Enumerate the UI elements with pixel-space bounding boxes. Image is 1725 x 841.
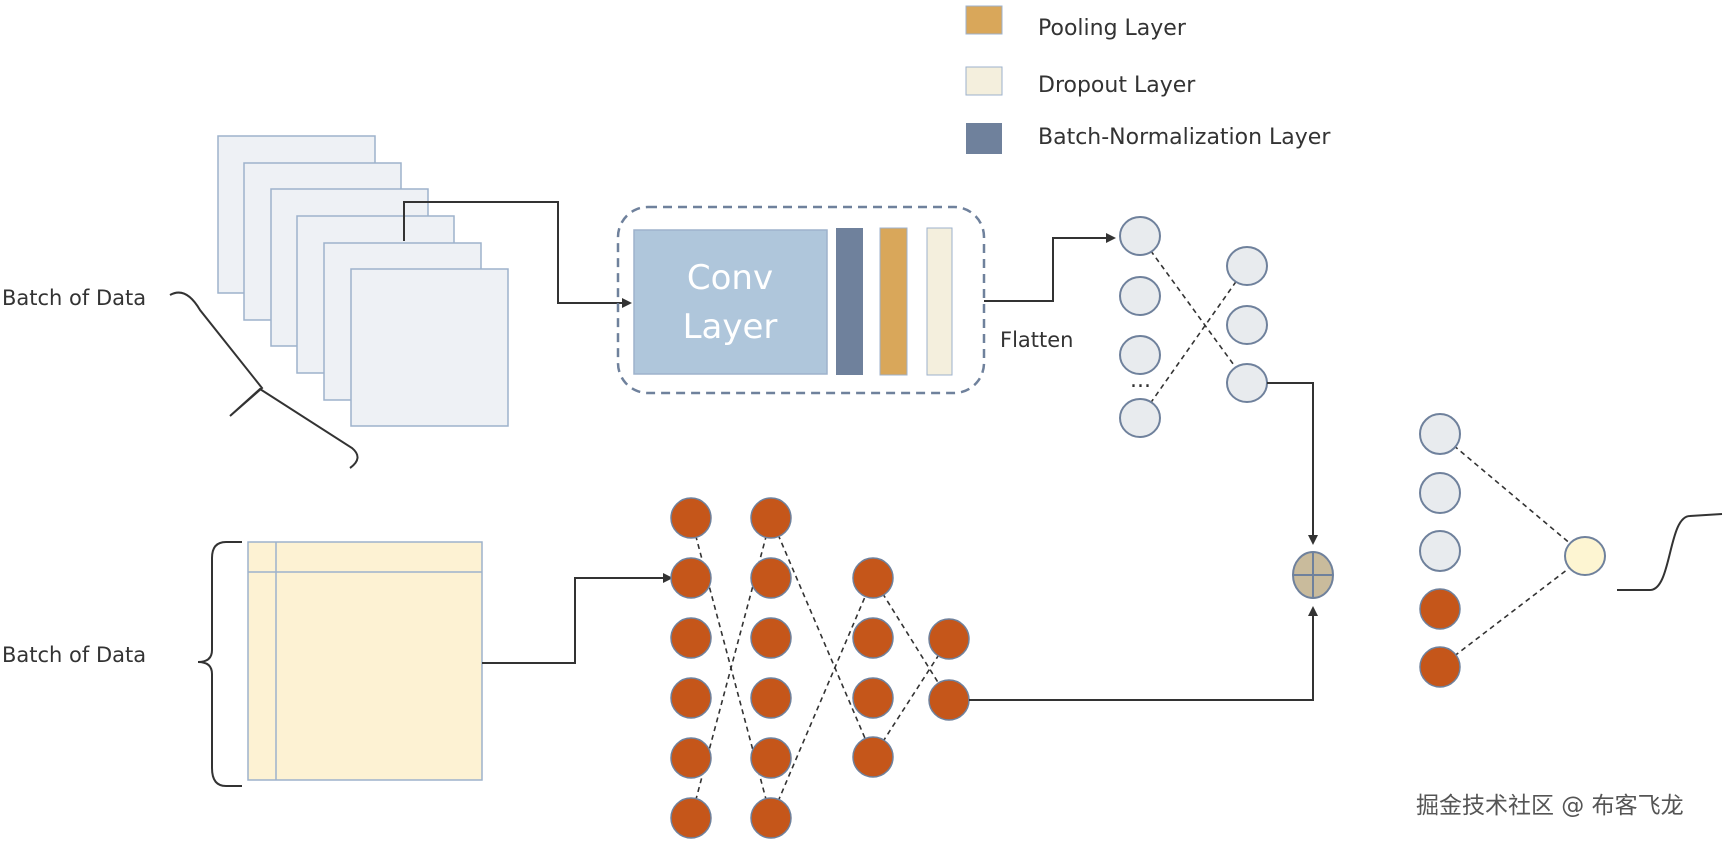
- stack-to-conv-arrow: [403, 201, 632, 308]
- image-to-merge-arrow: [1267, 382, 1318, 545]
- neuron: [670, 617, 712, 659]
- neuron: [928, 618, 970, 660]
- conv-layer: [633, 229, 828, 375]
- output-connections: [1439, 433, 1586, 668]
- neuron: [928, 679, 970, 721]
- neuron: [852, 736, 894, 778]
- neuron: [1419, 413, 1461, 455]
- image-batch-brace: [169, 291, 359, 469]
- neuron: [1119, 216, 1161, 256]
- image-frame: [350, 268, 509, 427]
- neuron: [670, 497, 712, 539]
- neuron: [750, 737, 792, 779]
- neuron: [670, 557, 712, 599]
- tabular-batch-brace: [197, 541, 242, 787]
- neuron: [750, 497, 792, 539]
- combined-feature-layer: [1419, 413, 1461, 688]
- neuron: [1226, 305, 1268, 345]
- neuron: [852, 617, 894, 659]
- legend-label-pooling: Pooling Layer: [1038, 16, 1187, 41]
- tabular-mlp-layer-2: [750, 497, 792, 839]
- table-body: [247, 541, 483, 781]
- tabular-mlp-connections: [690, 517, 950, 819]
- tabular-mlp-layer-3: [852, 557, 894, 778]
- legend-swatch-pooling: [965, 5, 1003, 35]
- flatten-arrow: [984, 233, 1116, 302]
- neuron: [1419, 530, 1461, 572]
- neuron: [750, 797, 792, 839]
- neuron: [852, 557, 894, 599]
- neuron: [1419, 472, 1461, 514]
- neuron-ellipsis: ...: [1130, 368, 1151, 393]
- tabular-batch-table: [247, 541, 483, 781]
- neuron: [1119, 276, 1161, 316]
- dropout-layer: [926, 227, 953, 376]
- watermark: 掘金技术社区 @ 布客飞龙: [1416, 793, 1684, 819]
- legend-swatch-batchnorm: [966, 123, 1002, 154]
- neuron: [1119, 398, 1161, 438]
- conv-block-container: [616, 205, 986, 395]
- neuron: [1419, 646, 1461, 688]
- neuron: [670, 737, 712, 779]
- neuron: [852, 677, 894, 719]
- neuron: [670, 797, 712, 839]
- sigmoid-curve: [1617, 513, 1723, 591]
- neuron: [1419, 588, 1461, 630]
- concatenate-icon: [1292, 551, 1334, 599]
- legend-label-batchnorm: Batch-Normalization Layer: [1038, 125, 1331, 150]
- tabular-mlp-layer-4: [928, 618, 970, 721]
- table-to-mlp-arrow: [482, 573, 673, 664]
- flatten-label: Flatten: [1000, 328, 1073, 352]
- image-dense-connections: [1139, 235, 1248, 419]
- pooling-layer: [879, 227, 908, 376]
- neuron: [1119, 335, 1161, 375]
- conv-layer-label-line1: Conv: [687, 258, 773, 298]
- image-dense-layer-1: ...: [1119, 216, 1161, 438]
- image-batch-label: Batch of Data: [2, 286, 146, 310]
- tabular-to-merge-arrow: [969, 606, 1318, 701]
- conv-layer-label-line2: Layer: [683, 307, 778, 347]
- output-neuron: [1564, 536, 1606, 576]
- tabular-batch-label: Batch of Data: [2, 643, 146, 667]
- image-batch-stack: [217, 135, 509, 427]
- legend-swatch-dropout: [965, 66, 1003, 96]
- neuron: [750, 557, 792, 599]
- neuron: [750, 617, 792, 659]
- batchnorm-layer: [836, 228, 863, 375]
- neuron: [1226, 246, 1268, 286]
- legend: Pooling Layer Dropout Layer Batch-Normal…: [965, 5, 1331, 154]
- tabular-mlp-layer-1: [670, 497, 712, 839]
- neuron: [1226, 363, 1268, 403]
- neuron: [670, 677, 712, 719]
- image-dense-layer-2: [1226, 246, 1268, 403]
- legend-label-dropout: Dropout Layer: [1038, 73, 1196, 98]
- neuron: [750, 677, 792, 719]
